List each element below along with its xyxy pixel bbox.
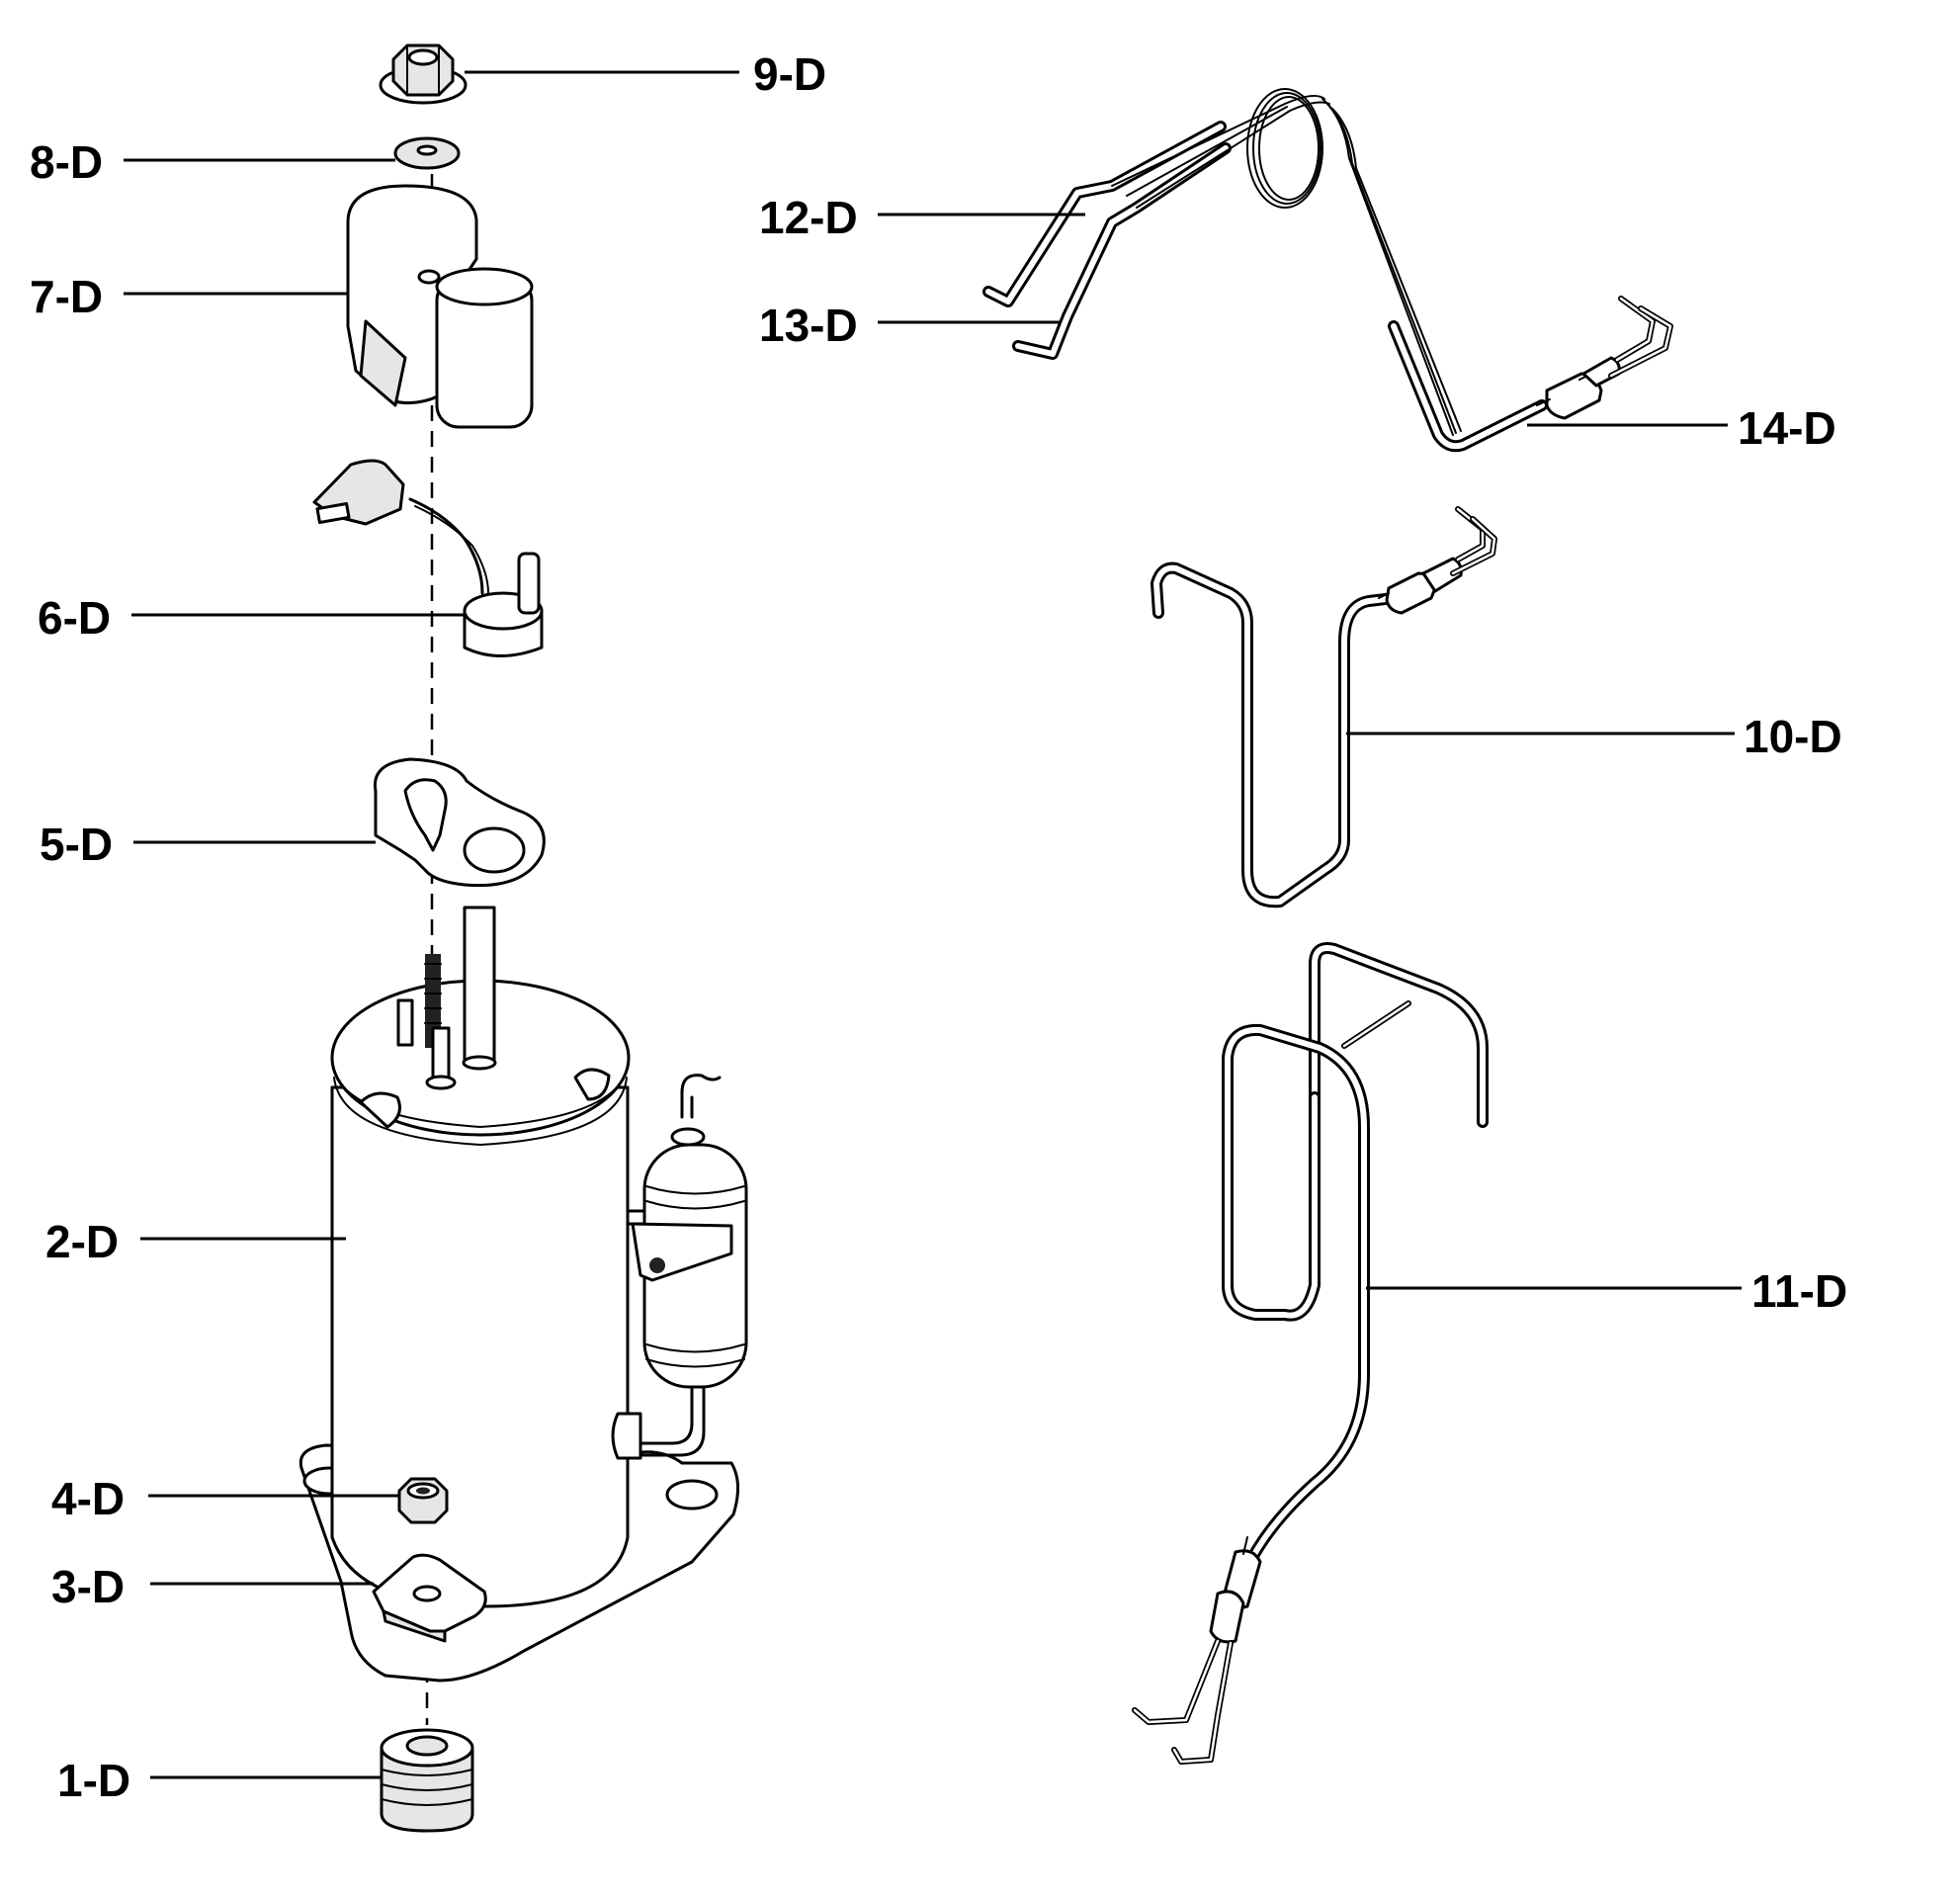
- part-11-d-tube: [1132, 942, 1489, 1765]
- part-6-d-terminal-plug: [312, 459, 544, 657]
- part-4-d-nut: [397, 1477, 449, 1524]
- label-13-d: 13-D: [759, 300, 858, 351]
- label-6-d: 6-D: [38, 592, 111, 644]
- part-3-d-washer: [372, 1553, 487, 1643]
- label-10-d: 10-D: [1744, 711, 1842, 762]
- label-7-d: 7-D: [30, 271, 103, 322]
- label-14-d: 14-D: [1738, 402, 1836, 454]
- label-1-d: 1-D: [57, 1755, 130, 1806]
- part-9-d-flange-nut: [379, 43, 468, 105]
- label-4-d: 4-D: [51, 1473, 125, 1524]
- part-10-d-tube: [1150, 506, 1497, 908]
- part-8-d-washer: [393, 136, 461, 170]
- label-8-d: 8-D: [30, 136, 103, 188]
- label-9-d: 9-D: [753, 48, 826, 100]
- label-2-d: 2-D: [45, 1216, 119, 1267]
- label-3-d: 3-D: [51, 1561, 125, 1612]
- label-12-d: 12-D: [759, 192, 858, 243]
- capillary-tube-assembly: [982, 88, 1673, 453]
- label-5-d: 5-D: [40, 819, 113, 870]
- accumulator: [611, 1074, 748, 1460]
- part-7-d-terminal-cover: [346, 184, 534, 429]
- part-1-d-grommet: [380, 1728, 474, 1833]
- part-5-d-gasket: [373, 757, 546, 888]
- label-11-d: 11-D: [1751, 1265, 1847, 1317]
